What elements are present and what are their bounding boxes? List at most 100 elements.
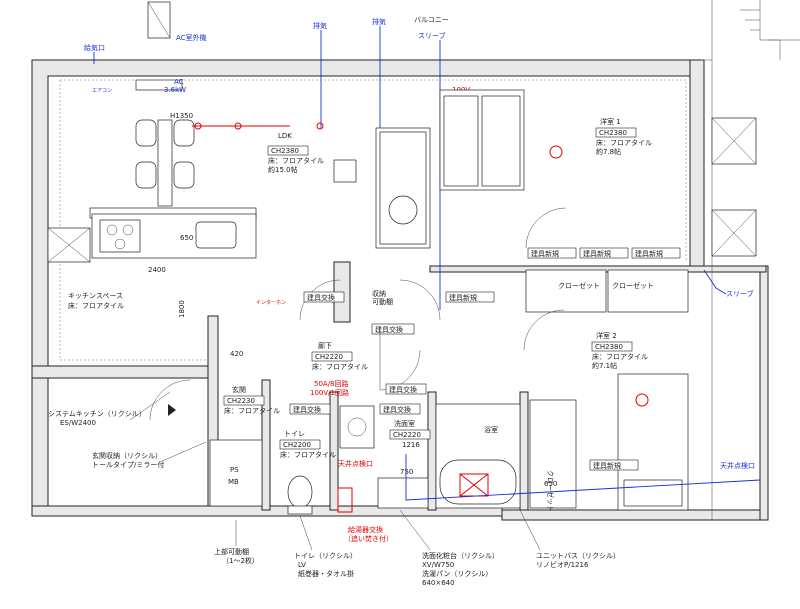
balcony-area (700, 0, 800, 520)
vanity-spec-4: 640×640 (422, 579, 455, 587)
door-new-2: 建具新規 (593, 461, 621, 470)
kitchen-floor: 床：フロアタイル (68, 301, 124, 310)
unit-bath-spec: ユニットバス（リクシル） (536, 552, 620, 560)
furniture-new-1: 建具新規 (531, 249, 559, 258)
intercom-label: インターホン (256, 299, 286, 306)
entrance-storage-label: 玄関収納（リクシル） (92, 451, 162, 460)
inspection-label-2: 天井点検口 (720, 461, 755, 470)
door-labels: 建具交換 建具新規 建具交換 インターホン (256, 291, 495, 335)
toilet-ch: CH2200 (283, 441, 311, 449)
dim-650: 650 (544, 480, 557, 488)
entrance-ch: CH2230 (227, 397, 255, 405)
inspection-label-1: 天井点検口 (338, 459, 373, 468)
mb-label: MB (228, 478, 239, 486)
bed2-floor: 床：フロアタイル (592, 352, 648, 361)
door-swap-4: 建具交換 (293, 405, 321, 414)
kitchen-dim-650: 650 (180, 234, 193, 242)
wash-ch: CH2220 (393, 431, 421, 439)
wash-name: 洗面室 (394, 419, 415, 428)
bed2-name: 洋室 2 (596, 331, 617, 340)
closet-1: クローゼット (558, 281, 600, 290)
vanity-spec-3: 洗濯パン（リクシル） (422, 569, 492, 578)
unit-bath-spec-2: リノビオP/1216 (536, 560, 589, 569)
hall-ch: CH2220 (315, 353, 343, 361)
bedroom-2: 洋室 2 CH2380 床：フロアタイル 約7.1帖 建具新規 クローゼット (523, 309, 689, 512)
vanity-spec-2: XV/W750 (422, 561, 454, 569)
circuit-1: 50A/8回路 (314, 379, 349, 388)
storage-label: 収納 (372, 289, 386, 298)
toilet-spec-3: 紙巻器・タオル掛 (298, 569, 354, 578)
system-kitchen-spec: ES/W2400 (60, 419, 96, 427)
bedroom-1: 洋室 1 CH2380 床：フロアタイル 約7.8帖 建具新規 建具新規 建具新… (439, 89, 681, 259)
toilet-spec-2: LV (298, 561, 306, 569)
bed1-floor: 床：フロアタイル (596, 138, 652, 147)
entrance-name: 玄関 (232, 385, 246, 394)
ldk-ch: CH2380 (271, 147, 299, 155)
entrance-floor: 床：フロアタイル (224, 406, 280, 415)
closets: クローゼット クローゼット スリーブ (525, 269, 754, 313)
hall-floor: 床：フロアタイル (312, 362, 368, 371)
furniture-new-2: 建具新規 (583, 249, 611, 258)
sleeve-top-label: スリーブ (418, 31, 446, 40)
entrance-storage-spec: トールタイプ/ミラー付 (92, 460, 164, 469)
ac-unit: AC 3.6kW エアコン 100V (92, 78, 470, 94)
bed1-name: 洋室 1 (600, 117, 621, 126)
kitchen-space-label: キッチンスペース (68, 292, 123, 300)
ps-label: PS (230, 466, 239, 474)
vanity-spec: 洗面化粧台（リクシル） (422, 551, 499, 560)
closet-3: クローゼット (546, 470, 555, 512)
supply-air-label: 給気口 (84, 43, 105, 52)
dining-chairs (135, 119, 195, 189)
ac-unit-label: AC (174, 78, 184, 86)
ac-outdoor-label: AC室外機 (176, 33, 207, 42)
system-kitchen-label: システムキッチン（リクシル） (48, 410, 146, 418)
closet-2: クローゼット (612, 281, 654, 290)
wash-bath: 洗面室 CH2220 1216 浴室 750 650 天井点検口 (337, 403, 761, 513)
shelf-spec: （1～2枚） (222, 556, 259, 565)
door-swap-2: 建具交換 (375, 325, 403, 334)
ac-outdoor-unit: AC室外機 給気口 (84, 1, 207, 64)
circuit-2: 100V/1回路 (310, 388, 349, 397)
hall-name: 廊下 (318, 341, 332, 350)
exhaust-label-2: 排気 (372, 17, 386, 26)
water-heater-label: 給湯器交換 (348, 525, 383, 534)
bed2-ch: CH2380 (595, 343, 623, 351)
shelf-label: 上部可動棚 (214, 547, 249, 556)
h1350-label: H1350 (170, 112, 193, 120)
bed1-area: 約7.8帖 (596, 147, 621, 156)
dim-750: 750 (400, 468, 413, 476)
toilet-spec: トイレ（リクシル） (294, 552, 357, 560)
dim-1800: 1800 (178, 300, 186, 318)
door-swap-5: 建具交換 (383, 405, 411, 414)
sleeve-right: スリーブ (726, 289, 754, 298)
left-callouts: システムキッチン（リクシル） ES/W2400 玄関収納（リクシル） トールタイ… (48, 391, 207, 469)
door-new-1: 建具新規 (449, 293, 477, 302)
wash-dim: 1216 (402, 441, 420, 449)
kitchen-dim-2400: 2400 (148, 266, 166, 274)
toilet-name: トイレ (284, 430, 305, 438)
ldk-floor: 床：フロアタイル (268, 156, 324, 165)
ldk-name: LDK (278, 132, 292, 140)
door-swap-3: 建具交換 (389, 385, 417, 394)
ldk-area: 約15.0帖 (268, 165, 298, 174)
bed2-area: 約7.1帖 (592, 361, 617, 370)
toilet: トイレ CH2200 床：フロアタイル (279, 430, 336, 515)
kitchen: 650 2400 キッチンスペース 床：フロアタイル 1800 420 (47, 213, 257, 358)
walls (31, 59, 769, 521)
bath-name: 浴室 (484, 425, 498, 434)
storage-label-2: 可動棚 (372, 297, 393, 306)
door-swap-1: 建具交換 (307, 293, 335, 302)
hallway: 廊下 CH2220 床：フロアタイル 50A/8回路 100V/1回路 建具交換… (289, 330, 427, 449)
furniture-new-3: 建具新規 (635, 249, 663, 258)
toilet-floor: 床：フロアタイル (280, 450, 336, 459)
entrance: 玄関 CH2230 床：フロアタイル PS MB (149, 379, 280, 507)
water-heater-spec: （追い焚き付） (344, 534, 393, 543)
balcony-label: バルコニー (414, 16, 449, 24)
bed1-ch: CH2380 (599, 129, 627, 137)
ac-unit-power: 3.6kW (164, 86, 186, 94)
ac-small-label: エアコン (92, 88, 112, 94)
ldk-room: H1350 LDK CH2380 床：フロアタイル 約15.0帖 (89, 112, 431, 249)
dim-420: 420 (230, 350, 243, 358)
exhaust-label-1: 排気 (313, 21, 327, 30)
